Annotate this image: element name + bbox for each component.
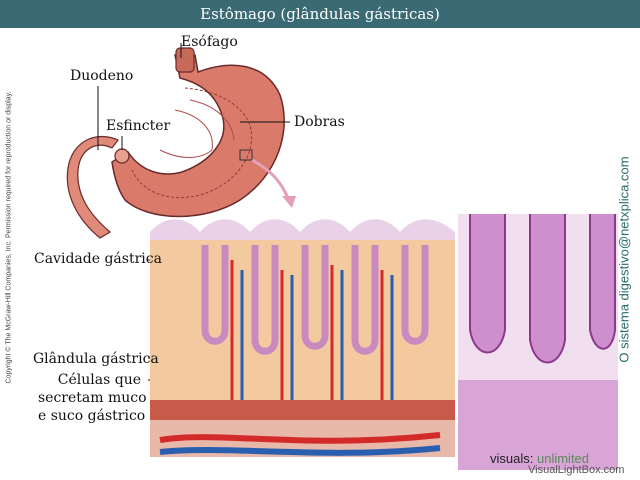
visuals-prefix: visuals: [490, 451, 534, 466]
stomach-drawing [66, 47, 296, 239]
side-credit: O sistema digestivo@netxplica.com [616, 156, 632, 363]
label-celulas-line-1: Células que [57, 372, 141, 388]
page-title: Estômago (glândulas gástricas) [200, 5, 440, 23]
label-glandula-gastrica: Glândula gástrica [33, 351, 159, 367]
tissue-block [150, 219, 455, 457]
label-esfincter: Esfincter [106, 118, 171, 134]
label-dobras: Dobras [294, 114, 345, 130]
visuals-credit: visuals: unlimited [490, 451, 589, 466]
label-celulas-line-2: secretam muco [38, 390, 147, 406]
copyright-notice: Copyright © The McGraw-Hill Companies, I… [5, 91, 13, 384]
histology-micrograph [458, 214, 618, 470]
watermark: VisualLightBox.com [528, 464, 625, 476]
visuals-suffix: unlimited [536, 451, 590, 466]
title-bar [0, 0, 640, 28]
label-celulas-line-3: e suco gástrico [38, 408, 146, 424]
label-cavidade-gastrica: Cavidade gástrica [34, 251, 162, 267]
label-esofago: Esófago [181, 34, 238, 50]
label-duodeno: Duodeno [70, 68, 134, 84]
